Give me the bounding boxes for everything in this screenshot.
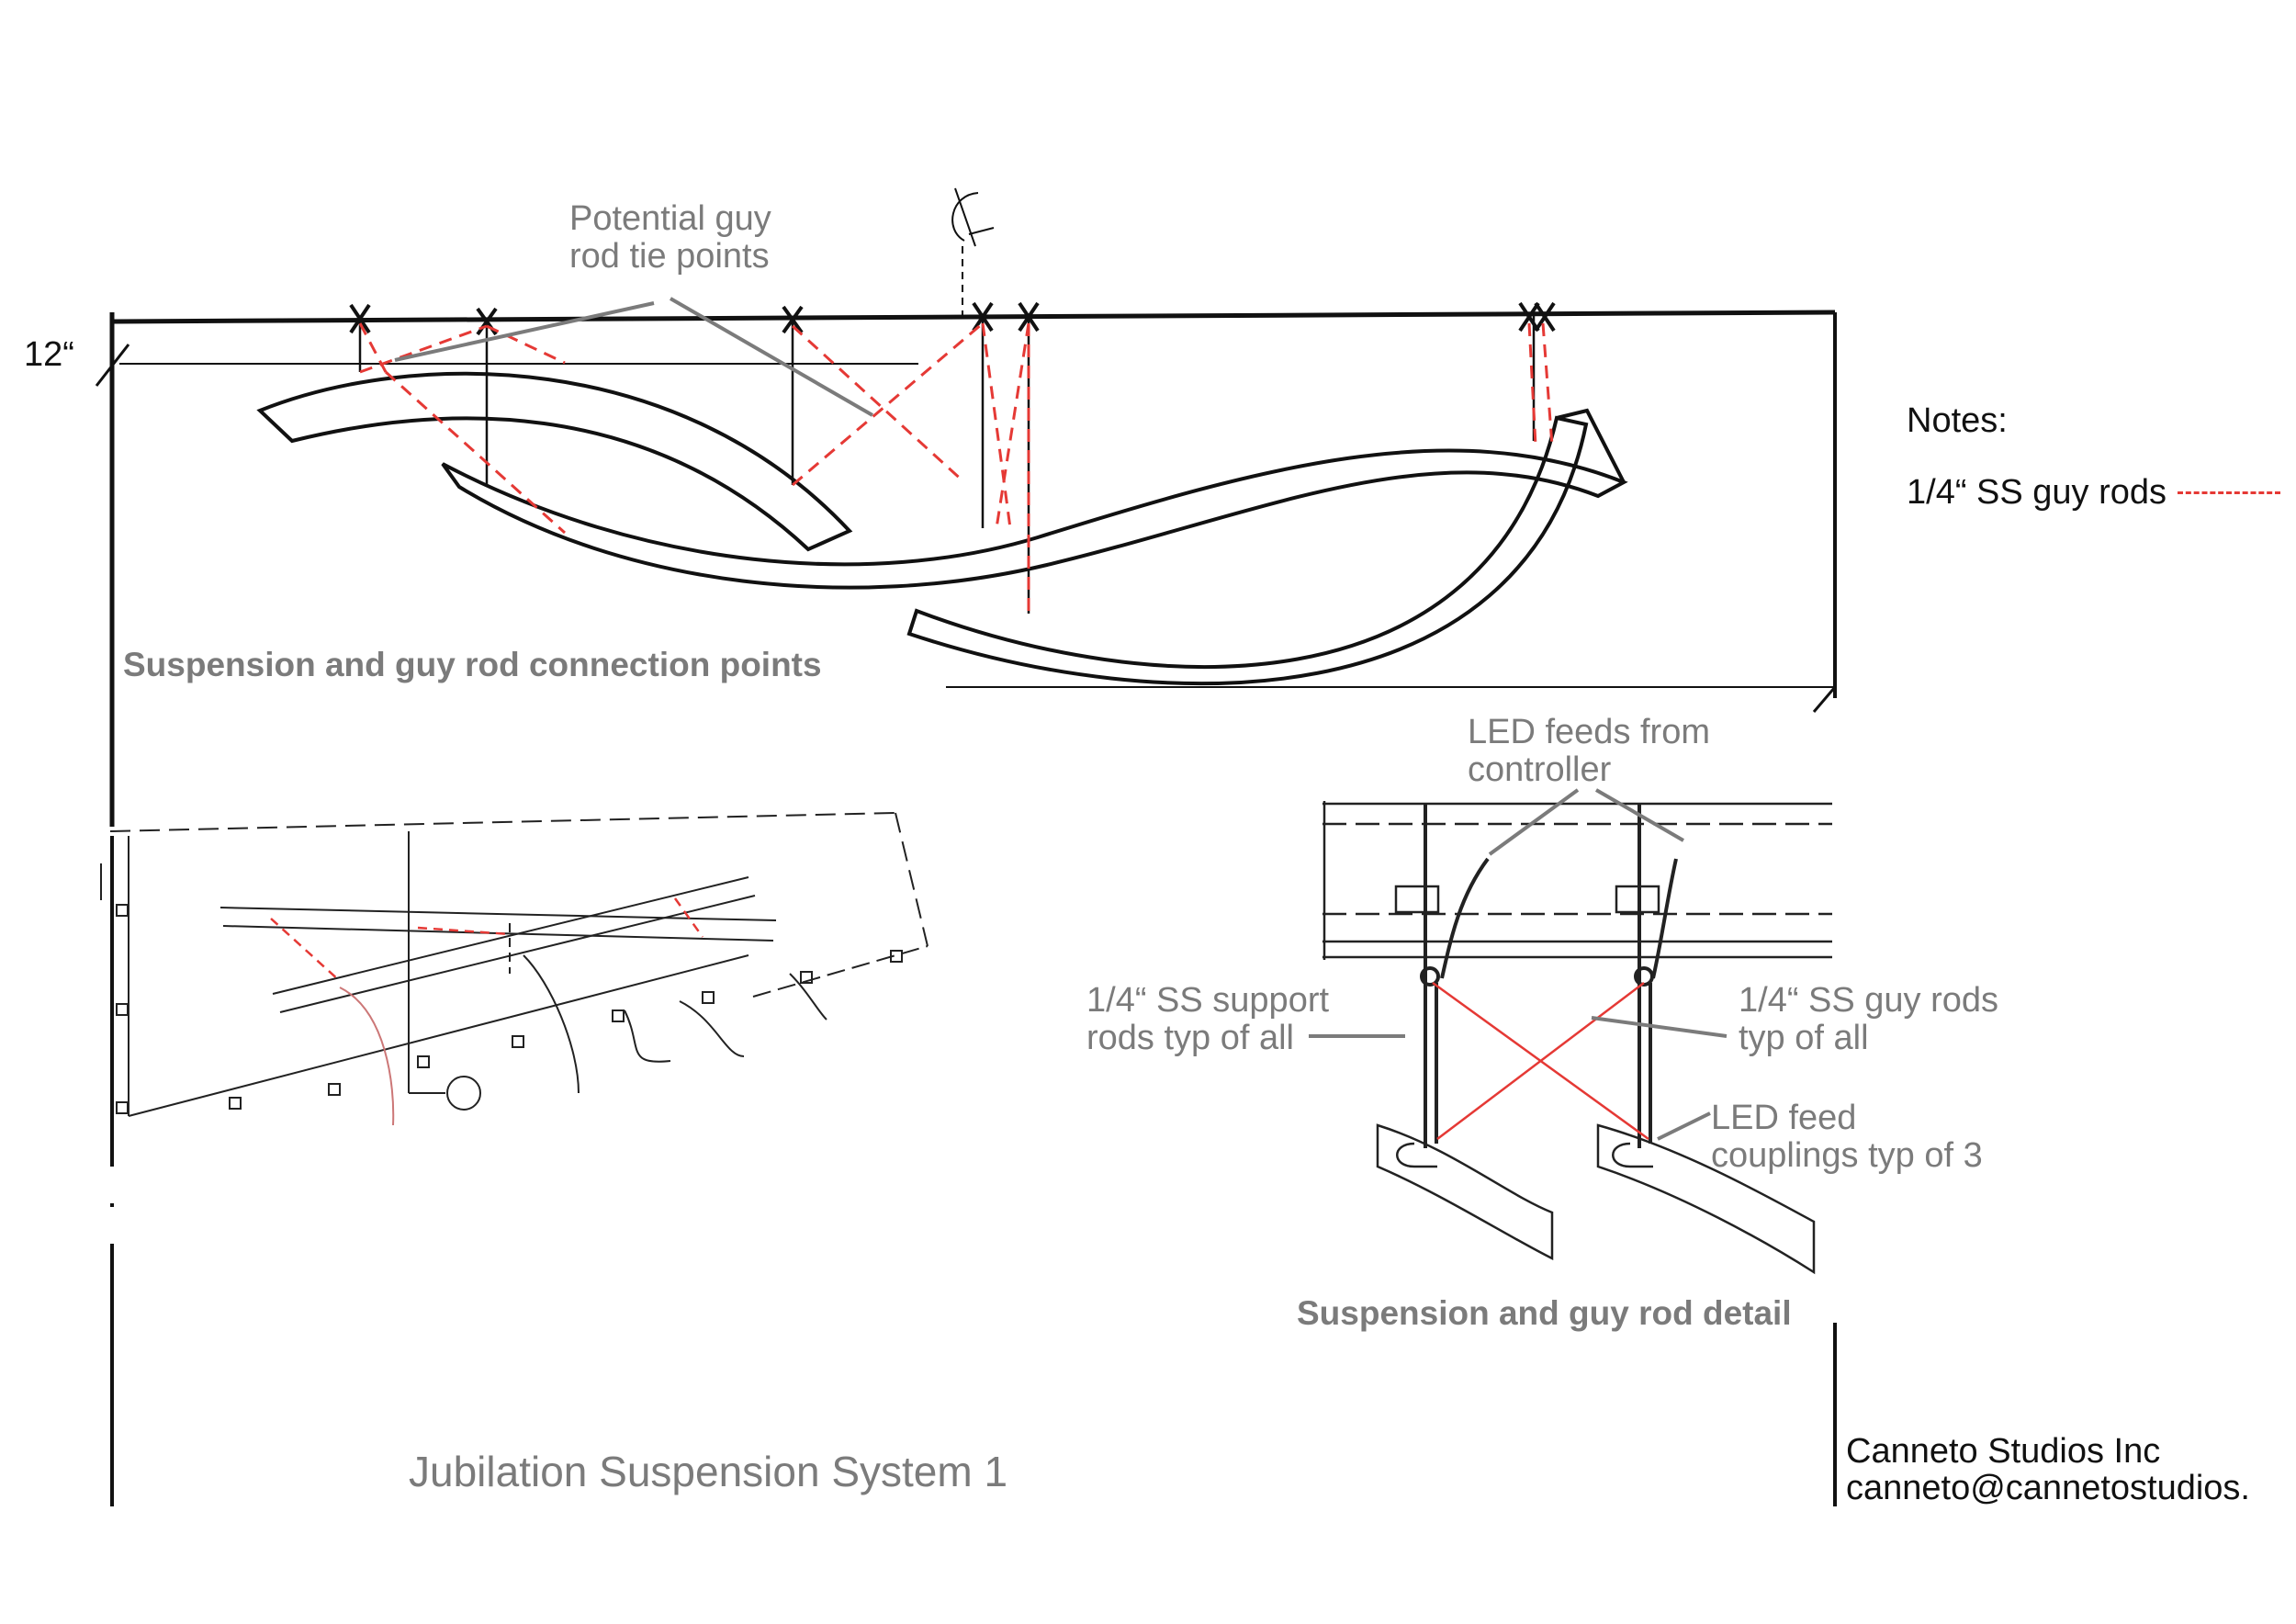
plan-view-guy-rods [270, 897, 704, 982]
support-rods-label: 1/4“ SS support rods typ of all [1086, 981, 1330, 1058]
band-main [441, 448, 1628, 590]
drawing-title: Jubilation Suspension System 1 [409, 1448, 1008, 1495]
tie-points-label-line-1: Potential guy [569, 199, 771, 238]
detail-band-profiles [1376, 1123, 1816, 1275]
tie-points-label: Potential guy rod tie points [569, 199, 771, 276]
couplings-label-line-2: couplings typ of 3 [1711, 1136, 1983, 1176]
led-feeds-label-line-1: LED feeds from [1468, 713, 1710, 751]
support-rods-label-line-2: rods typ of all [1086, 1019, 1294, 1058]
led-feeds-label: LED feeds from controller [1468, 713, 1710, 790]
legend-label: 1/4“ SS guy rods [1907, 473, 2167, 512]
guy-rods-label-line-1: 1/4“ SS guy rods [1739, 981, 1999, 1020]
detail-guy-rods [1432, 981, 1649, 1141]
company-name: Canneto Studios Inc [1846, 1432, 2161, 1471]
plan-view-caption: Suspension and guy rod connection points [123, 646, 822, 683]
detail-leaders [1309, 788, 1728, 1141]
detail-ceiling [1322, 801, 1832, 960]
couplings-label: LED feed couplings typ of 3 [1711, 1099, 1983, 1176]
tie-points-leaders [394, 297, 873, 417]
band-right [906, 415, 1589, 685]
notes-heading: Notes: [1907, 401, 2008, 440]
led-band-sculpture [256, 371, 1628, 685]
centerline-mark [951, 187, 995, 321]
notes-legend: 1/4“ SS guy rods [1907, 473, 2281, 512]
support-rods-label-line-1: 1/4“ SS support [1086, 981, 1330, 1020]
dimension-label: 12“ [24, 335, 74, 374]
guy-rods-label: 1/4“ SS guy rods typ of all [1739, 981, 1999, 1058]
detail-support-rods [1420, 804, 1678, 1148]
guy-rod-legend-swatch [2178, 491, 2281, 495]
guy-rods-elevation [358, 321, 1554, 614]
company-email: canneto@cannetostudios. [1846, 1469, 2250, 1507]
suspension-rods [358, 316, 1536, 614]
led-feeds-label-line-2: controller [1468, 750, 1612, 790]
plan-view-sketch [100, 812, 929, 1126]
couplings-label-line-1: LED feed [1711, 1099, 1857, 1137]
tie-points-label-line-2: rod tie points [569, 237, 770, 276]
guy-rods-label-line-2: typ of all [1739, 1019, 1869, 1058]
band-left [256, 371, 853, 552]
detail-caption: Suspension and guy rod detail [1297, 1294, 1792, 1332]
